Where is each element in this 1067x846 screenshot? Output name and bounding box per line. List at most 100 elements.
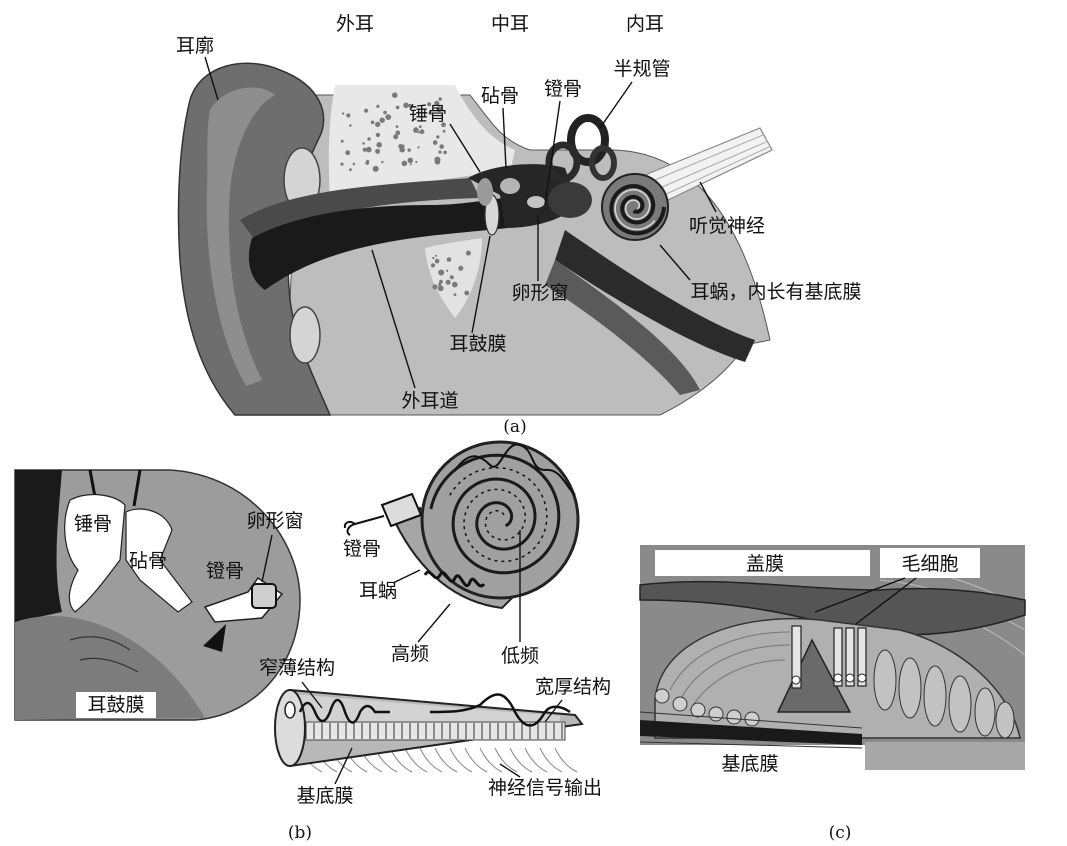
bone-texture-dot [450, 275, 454, 279]
bone-texture-dot [364, 109, 368, 113]
label-oval-window: 卵形窗 [511, 282, 568, 304]
bone-texture-dot [438, 151, 441, 154]
label-auditory-nerve: 听觉神经 [689, 215, 765, 237]
bone-texture-dot [419, 125, 422, 128]
bone-texture-dot [408, 158, 414, 164]
bone-texture-dot [345, 150, 350, 155]
region-label-outer-ear: 外耳 [336, 13, 374, 35]
bone-texture-dot [349, 124, 352, 127]
support-cell [673, 697, 687, 711]
bone-texture-dot [342, 112, 344, 114]
support-cell [899, 658, 921, 718]
bone-texture-dot [439, 280, 443, 284]
hair-cell-nucleus [846, 674, 854, 682]
bone-texture-dot [373, 166, 379, 172]
bone-texture-dot [376, 142, 382, 148]
bone-texture-dot [464, 291, 469, 296]
region-label-inner-ear: 内耳 [626, 13, 664, 35]
label-eardrum: 耳鼓膜 [449, 333, 506, 355]
lower-right-tissue [865, 742, 1025, 770]
label-basilar-membrane: 基底膜 [296, 785, 353, 807]
bone-texture-dot [458, 266, 463, 271]
label-incus: 砧骨 [129, 550, 167, 572]
bone-texture-dot [413, 127, 419, 133]
label-malleus: 锤骨 [74, 513, 112, 535]
support-cell [874, 650, 896, 710]
bone-texture-dot [376, 105, 379, 108]
label-hair-cells: 毛细胞 [901, 553, 958, 575]
bone-texture-dot [362, 142, 365, 145]
bone-texture-dot [438, 285, 444, 291]
uncoiled-cochlea-opening [285, 702, 295, 718]
bone-texture-dot [435, 255, 437, 257]
label-eardrum: 耳鼓膜 [87, 694, 144, 716]
label-stapes: 镫骨 [544, 78, 582, 100]
label-oval-window: 卵形窗 [246, 510, 303, 532]
bone-texture-dot [438, 270, 444, 276]
bone-texture-dot [435, 259, 440, 264]
support-cell [691, 703, 705, 717]
bone-texture-dot [452, 282, 458, 288]
incus-bone [500, 178, 520, 194]
bone-texture-dot [340, 163, 343, 166]
bone-texture-dot [399, 147, 405, 153]
bone-texture-dot [393, 134, 398, 139]
label-low-frequency: 低频 [501, 645, 539, 667]
label-semicircular-canals: 半规管 [613, 58, 670, 80]
bone-texture-dot [367, 137, 370, 140]
label-stapes-cochlea: 镫骨 [343, 538, 381, 560]
bone-texture-dot [410, 163, 412, 165]
bone-texture-dot [341, 140, 344, 143]
bone-texture-dot [366, 147, 372, 153]
label-narrow-thin-structure: 窄薄结构 [259, 657, 335, 679]
label-malleus: 锤骨 [409, 103, 447, 125]
bone-texture-dot [436, 135, 439, 138]
caption-c: (c) [829, 823, 852, 843]
concha-lower [290, 307, 320, 363]
label-high-frequency: 高频 [391, 643, 429, 665]
stapes-bone [527, 196, 545, 208]
hair-cell-nucleus [834, 674, 842, 682]
bone-texture-dot [349, 168, 352, 171]
bone-texture-dot [446, 280, 451, 285]
bone-texture-dot [434, 157, 440, 163]
bone-texture-dot [402, 161, 408, 167]
bone-texture-dot [383, 111, 387, 115]
bone-texture-dot [371, 121, 375, 125]
bone-texture-dot [454, 293, 457, 296]
bone-texture-dot [431, 263, 435, 267]
label-stapes: 镫骨 [206, 560, 244, 582]
bone-texture-dot [403, 103, 409, 109]
hair-cell-nucleus [858, 674, 866, 682]
caption-a: (a) [503, 417, 526, 437]
label-wide-thick-structure: 宽厚结构 [535, 676, 611, 698]
support-cell [655, 689, 669, 703]
bone-texture-dot [447, 257, 452, 262]
support-cell [924, 666, 946, 726]
malleus-bone [477, 178, 493, 206]
bone-texture-dot [407, 148, 410, 151]
label-cochlea: 耳蜗，内长有基底膜 [690, 281, 861, 303]
hair-cell-nucleus [792, 676, 800, 684]
bone-texture-dot [396, 125, 399, 128]
bone-texture-dot [418, 131, 420, 133]
bone-texture-dot [385, 114, 391, 120]
bone-texture-dot [381, 161, 383, 163]
bone-texture-dot [375, 149, 380, 154]
label-basilar-membrane: 基底膜 [721, 753, 778, 775]
bone-texture-dot [432, 257, 434, 259]
bone-texture-dot [443, 151, 447, 155]
caption-b: (b) [288, 823, 312, 843]
label-nerve-signal-output: 神经信号输出 [488, 777, 602, 799]
bone-texture-dot [375, 122, 380, 127]
bone-texture-dot [446, 270, 448, 272]
support-cell [745, 712, 759, 726]
support-cell [975, 688, 995, 736]
bone-texture-dot [392, 92, 398, 98]
support-cell [727, 710, 741, 724]
bone-texture-dot [466, 251, 471, 256]
bone-texture-dot [417, 146, 419, 148]
bone-texture-dot [396, 106, 400, 110]
vestibule [548, 182, 592, 218]
